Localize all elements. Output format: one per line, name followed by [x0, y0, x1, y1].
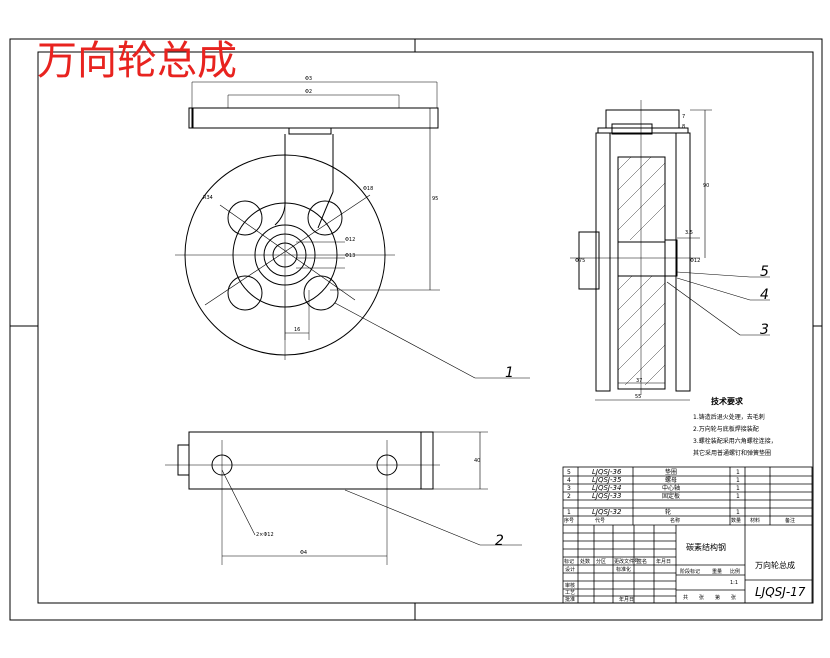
bom-row-5-name: 轮 — [665, 508, 671, 516]
bom-row-4-qty: 1 — [736, 493, 740, 500]
bom-row-1-no: 5 — [567, 469, 571, 476]
role-count: 处数 — [580, 558, 590, 565]
signer-approve: 批准 — [565, 596, 575, 603]
inner-frame — [37, 51, 814, 604]
bom-row-5-no: 1 — [567, 509, 571, 516]
bom-header-qty: 数量 — [731, 517, 741, 524]
dim-top-inner: Φ2 — [305, 89, 312, 95]
bom-row-1-qty: 1 — [736, 469, 740, 476]
dim-plate-width: Φ4 — [300, 550, 307, 556]
bom-row-2-code: LJQSJ-35 — [592, 476, 622, 484]
bom-table: 5 LJQSJ-36 垫圈 1 4 LJQSJ-35 螺母 1 3 LJQSJ-… — [564, 468, 795, 524]
outer-frame — [9, 38, 823, 621]
material-label: 碳素结构钢 — [686, 542, 726, 552]
zone-ticks — [10, 39, 822, 620]
role-mark: 标记 — [564, 558, 574, 565]
bom-row-2-no: 4 — [567, 477, 571, 484]
bom-row-1-code: LJQSJ-36 — [592, 468, 622, 476]
scale-label: 比例 — [730, 568, 740, 575]
dim-hub-h: Φ12 — [690, 258, 700, 264]
stage-label: 阶段标记 — [680, 568, 700, 575]
dim-d1: Φ18 — [363, 186, 373, 192]
sheet-total-unit: 张 — [699, 594, 704, 601]
bom-header-note: 备注 — [785, 517, 795, 524]
sheet-index: 第 — [715, 594, 720, 601]
drawing-title: 万向轮总成 — [37, 38, 237, 84]
signer-review: 审核 — [565, 582, 575, 589]
tech-note-4: 其它采用普通螺钉和弹簧垫圈 — [693, 449, 771, 457]
dim-side-width: 55 — [635, 394, 641, 400]
tech-note-1: 1.铸造后退火处理，去毛刺 — [693, 413, 765, 421]
bom-row-4-code: LJQSJ-33 — [592, 492, 621, 500]
front-view — [175, 81, 530, 379]
sheet-total: 共 — [683, 594, 688, 601]
scale-value: 1:1 — [730, 580, 738, 586]
dim-bottom-w: 37 — [636, 378, 642, 384]
callout-2: 2 — [495, 533, 504, 549]
bom-row-4-name: 固定板 — [662, 492, 680, 500]
bom-header-no: 序号 — [564, 517, 574, 524]
title-block — [562, 466, 813, 604]
bom-header-name: 名称 — [670, 517, 680, 524]
dim-hole: 2×Φ12 — [256, 532, 274, 538]
role-change-doc: 更改文件号 — [614, 558, 639, 565]
signer-process: 工艺 — [565, 590, 575, 596]
callout-5: 5 — [760, 264, 769, 280]
sheet-index-unit: 张 — [731, 594, 736, 601]
dim-hub-w: 3.5 — [685, 230, 693, 236]
tech-note-3: 3.螺栓装配采用六角螺栓连接， — [693, 437, 777, 445]
title-block-text: 碳素结构钢 万向轮总成 LJQSJ-17 标记 处数 分区 更改文件号 签名 年… — [564, 542, 806, 603]
callout-4: 4 — [760, 287, 769, 303]
dim-side-top2: 8 — [682, 124, 685, 130]
bom-row-4-no: 2 — [567, 493, 571, 500]
bom-row-5-code: LJQSJ-32 — [592, 508, 622, 516]
dim-side-dia: Φ75 — [575, 258, 585, 264]
bom-row-1-name: 垫圈 — [665, 468, 677, 476]
callout-3: 3 — [760, 322, 769, 338]
bom-row-3-code: LJQSJ-34 — [592, 484, 621, 492]
tech-notes-heading: 技术要求 — [711, 396, 744, 406]
bom-row-3-qty: 1 — [736, 485, 740, 492]
callout-1: 1 — [505, 365, 514, 381]
drawing-number: LJQSJ-17 — [755, 585, 806, 599]
bom-row-2-qty: 1 — [736, 477, 740, 484]
side-view — [570, 100, 770, 401]
technical-notes: 技术要求 1.铸造后退火处理，去毛刺 2.万向轮与底板焊接装配 3.螺栓装配采用… — [693, 396, 777, 457]
role-date: 年月日 — [656, 558, 671, 565]
bom-row-5-qty: 1 — [736, 509, 740, 516]
dim-r: R34 — [203, 195, 213, 201]
weight-label: 重量 — [712, 568, 722, 575]
signer-std: 标准化 — [616, 566, 631, 573]
dim-small: 16 — [294, 327, 300, 333]
dim-side-top: 7 — [682, 114, 685, 120]
dim-plate-height: 40 — [474, 458, 480, 464]
bom-row-2-name: 螺母 — [665, 476, 677, 484]
dim-height: 95 — [432, 196, 438, 202]
dim-d3: Φ13 — [345, 253, 355, 259]
bom-row-3-no: 3 — [567, 485, 571, 492]
dim-d2: Φ12 — [345, 237, 355, 243]
tech-note-2: 2.万向轮与底板焊接装配 — [693, 425, 759, 433]
bom-header-code: 代号 — [595, 517, 605, 524]
role-sign: 签名 — [637, 558, 647, 565]
signer-design: 设计 — [565, 566, 575, 573]
assembly-name: 万向轮总成 — [755, 560, 795, 570]
bom-header-material: 材料 — [750, 517, 760, 524]
bom-row-3-name: 中心轴 — [662, 484, 680, 492]
plate-view — [165, 431, 522, 565]
approval-date: 年月日 — [619, 596, 634, 603]
role-zone: 分区 — [596, 558, 606, 565]
dim-side-height: 90 — [703, 183, 709, 189]
dim-top-outer: Φ3 — [305, 76, 312, 82]
